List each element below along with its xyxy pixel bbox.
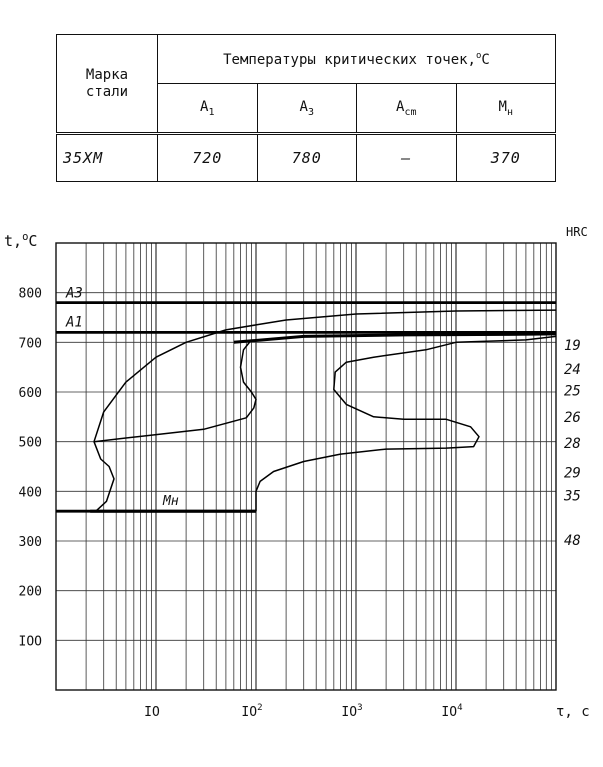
grade-header-line2: стали (85, 83, 129, 100)
label-a1: A1 (65, 314, 83, 330)
label-a3: A3 (65, 286, 83, 302)
hrc-axis-label: HRC (566, 225, 588, 239)
hrc-label: 25 (564, 384, 581, 400)
y-tick-label: 300 (19, 535, 42, 550)
x-tick-label: IO2 (241, 703, 262, 720)
hrc-label: 24 (564, 362, 581, 378)
value-mn: 370 (455, 132, 556, 182)
y-tick-label: 600 (19, 386, 42, 401)
x-tick-label: IO3 (341, 703, 362, 720)
hrc-label: 35 (563, 488, 581, 504)
label-mn: Mн (162, 494, 179, 509)
hrc-label: 28 (564, 436, 581, 452)
x-tick-label: IO (144, 705, 160, 720)
critical-temps-header: Температуры критических точек,oC (157, 34, 556, 84)
y-tick-label: 800 (19, 287, 42, 302)
curve-left-nose (93, 441, 115, 512)
hrc-label: 19 (564, 338, 581, 354)
point-header-a1: A1 (157, 83, 258, 134)
grade-header-cell: Марка стали (56, 34, 158, 134)
curve-start-bainite (93, 339, 257, 443)
hrc-label: 48 (564, 533, 581, 549)
curve-end-pearlite (233, 332, 557, 344)
curve-end-bainite (255, 335, 557, 512)
x-axis-label: τ, c (556, 704, 590, 720)
curve-start-pearlite (93, 309, 557, 442)
y-tick-label: 400 (19, 485, 42, 500)
grade-header-line1: Марка (85, 66, 129, 83)
point-header-acm: Acm (356, 83, 457, 134)
y-tick-label: 500 (19, 436, 42, 451)
grade-value: 35ХМ (56, 132, 158, 182)
critical-points-table: Марка стали Температуры критических точе… (56, 34, 556, 182)
y-tick-label: 200 (19, 585, 42, 600)
plot-frame (55, 242, 557, 691)
value-acm: – (356, 132, 457, 182)
y-tick-label: IOO (19, 634, 43, 649)
hrc-label: 26 (564, 410, 581, 426)
y-axis-label: t,oC (4, 231, 37, 250)
hrc-label: 29 (564, 465, 581, 481)
x-tick-label: IO4 (441, 703, 463, 720)
y-tick-label: 700 (19, 336, 42, 351)
